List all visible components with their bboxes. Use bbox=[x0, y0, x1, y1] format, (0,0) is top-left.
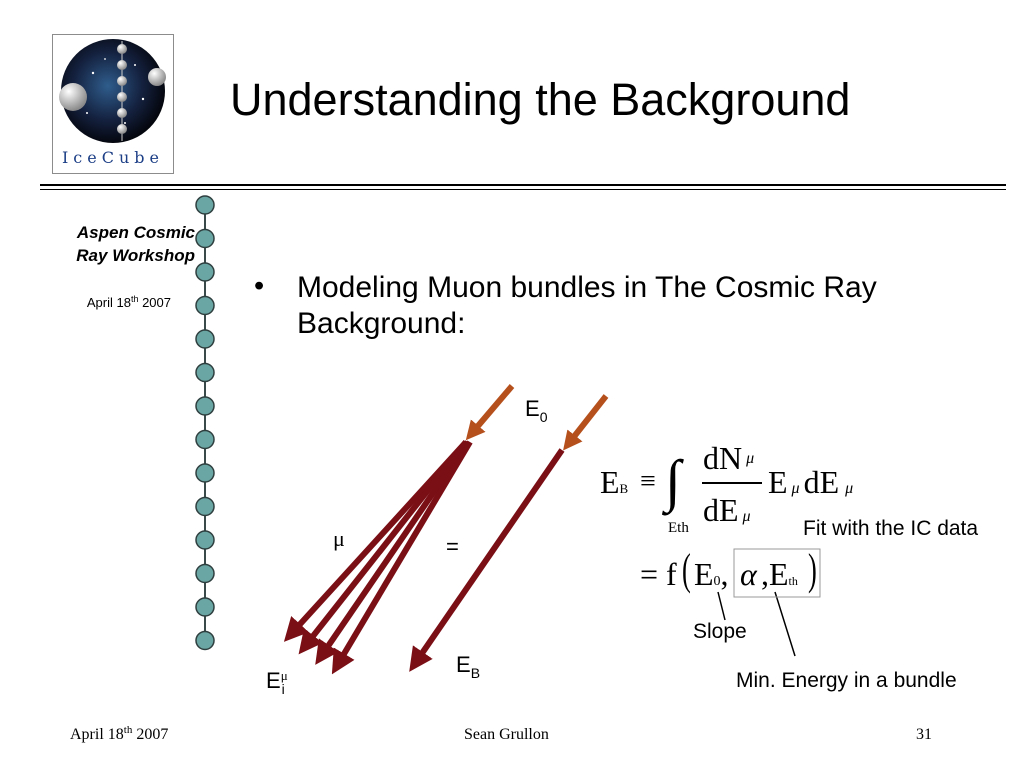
spine-bead bbox=[195, 228, 215, 249]
alpha-eth-highlight-box bbox=[733, 548, 821, 598]
muon-arrow-1 bbox=[283, 439, 469, 642]
label-e-mu-i: Eμi bbox=[266, 668, 288, 697]
spine-bead bbox=[195, 463, 215, 483]
spine-bead bbox=[195, 563, 215, 584]
eq-equiv: ≡ bbox=[640, 466, 656, 497]
sidebar-workshop-line2: Ray Workshop bbox=[76, 246, 195, 265]
muon-arrow-3 bbox=[315, 440, 471, 665]
spine-bead bbox=[195, 195, 215, 215]
title-rule-thin bbox=[40, 189, 1006, 190]
annotation-min-energy: Min. Energy in a bundle bbox=[736, 669, 957, 692]
eq-lhs: EB bbox=[600, 464, 629, 500]
min-energy-pointer bbox=[774, 591, 796, 657]
eq2-close-paren: ) bbox=[808, 545, 817, 594]
equivalent-muon-arrow bbox=[409, 448, 565, 672]
spine-bead bbox=[195, 295, 215, 316]
eq2-prefix: = f bbox=[640, 556, 677, 592]
spine-bead bbox=[195, 396, 215, 416]
spine-bead bbox=[195, 630, 215, 651]
slide-title: Understanding the Background bbox=[230, 74, 851, 125]
footer-page-number: 31 bbox=[916, 726, 932, 743]
eq-integral: ∫ bbox=[665, 448, 681, 513]
eq-fraction-bar bbox=[702, 482, 762, 484]
footer-date: April 18th 2007 bbox=[70, 724, 169, 743]
annotation-slope: Slope bbox=[693, 620, 747, 643]
label-eb: EB bbox=[456, 652, 481, 681]
slope-pointer bbox=[717, 591, 726, 621]
icecube-logo: IceCube bbox=[52, 34, 174, 174]
sidebar-date: April 18th 2007 bbox=[86, 294, 171, 310]
logo-text: IceCube bbox=[61, 148, 164, 167]
eq2-alpha: α bbox=[740, 556, 757, 592]
spine-bead bbox=[195, 262, 215, 282]
bead-spine-decoration bbox=[195, 195, 215, 651]
spine-bead bbox=[195, 329, 215, 349]
bullet-marker: • bbox=[254, 270, 265, 302]
sidebar-workshop-line1: Aspen Cosmic bbox=[76, 223, 195, 242]
label-equals: = bbox=[446, 534, 459, 559]
eq-lower-limit: Eth bbox=[668, 520, 689, 536]
spine-bead bbox=[195, 362, 215, 383]
muon-arrow-4 bbox=[331, 440, 473, 675]
spine-bead bbox=[195, 597, 215, 617]
footer-author: Sean Grullon bbox=[464, 726, 549, 743]
spine-bead bbox=[195, 530, 215, 550]
primary-arrow-left bbox=[465, 384, 515, 441]
title-rule bbox=[40, 184, 1006, 186]
eq2-open-paren: ( bbox=[682, 545, 691, 594]
annotation-fit: Fit with the IC data bbox=[803, 517, 979, 540]
muon-arrow-2 bbox=[298, 440, 469, 655]
label-mu: μ bbox=[333, 526, 345, 551]
primary-arrow-right bbox=[563, 394, 609, 451]
eq2-e0: E0, bbox=[694, 556, 729, 592]
label-e0: E0 bbox=[525, 396, 548, 425]
spine-bead bbox=[195, 429, 215, 450]
bullet-text: Modeling Muon bundles in The Cosmic Ray … bbox=[297, 271, 877, 340]
icecube-globe-icon bbox=[59, 39, 166, 143]
eq2-eth: ,Eth bbox=[761, 556, 798, 592]
spine-bead bbox=[195, 496, 215, 517]
